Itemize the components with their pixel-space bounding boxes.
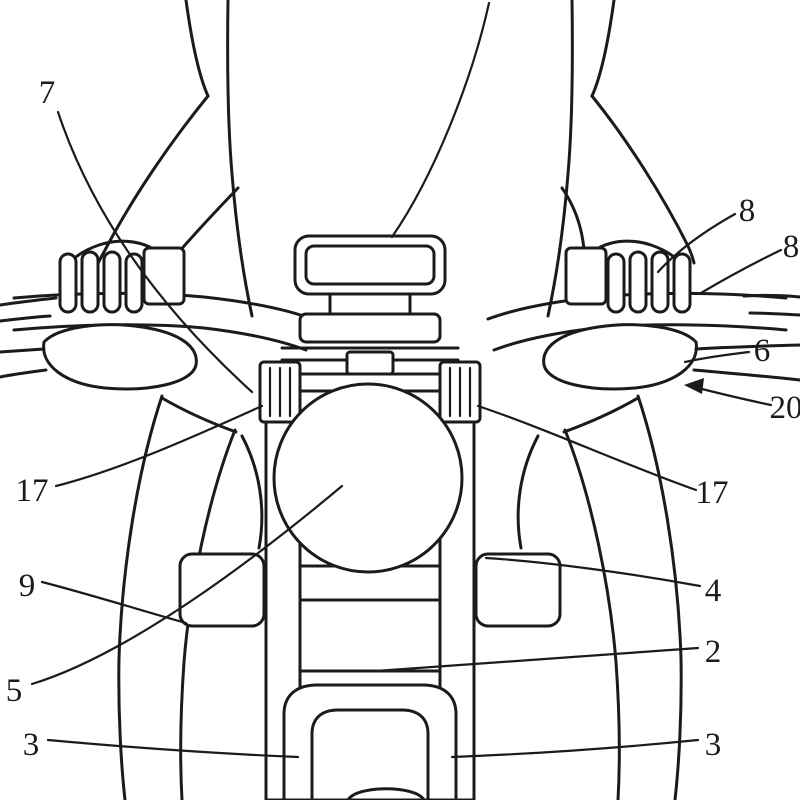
guard-right-edge-line-b bbox=[692, 368, 800, 382]
left-thigh-top-line bbox=[160, 396, 238, 434]
riser-left-hatch bbox=[268, 366, 292, 418]
riser-right-hatch bbox=[448, 366, 472, 418]
guard-left-edge-line-a bbox=[0, 347, 46, 354]
meter-screen bbox=[304, 244, 436, 286]
tank-left-line bbox=[240, 434, 264, 550]
rider-lower-body bbox=[117, 394, 683, 800]
clamp-plate bbox=[298, 312, 442, 344]
leader-3-left bbox=[46, 738, 300, 759]
ref-label-17-right: 17 bbox=[696, 475, 729, 511]
guard-right bbox=[542, 323, 698, 391]
handlebar bbox=[0, 291, 800, 352]
headlight bbox=[272, 382, 464, 574]
ref-label-4: 4 bbox=[705, 573, 722, 609]
chest-right-line bbox=[546, 0, 574, 318]
leader-5 bbox=[30, 484, 344, 686]
finger-left-3 bbox=[102, 250, 122, 314]
fender-outer bbox=[282, 683, 458, 800]
guard-left bbox=[42, 323, 198, 391]
front-fender bbox=[282, 669, 458, 800]
switch-housing-left bbox=[142, 246, 186, 306]
ref-label-3-left: 3 bbox=[23, 727, 40, 763]
finger-left-1 bbox=[58, 252, 78, 314]
lever-left-b bbox=[0, 314, 52, 323]
left-leg-outer-line bbox=[117, 394, 164, 800]
ref-label-6: 6 bbox=[754, 333, 771, 369]
ref-label-3-right: 3 bbox=[705, 727, 722, 763]
right-leg-inner-line bbox=[563, 428, 621, 800]
lever-left-a bbox=[0, 296, 58, 307]
fender-inner-arch bbox=[310, 708, 430, 800]
arm-left-outer bbox=[93, 94, 210, 273]
bar-left-lower bbox=[12, 323, 308, 352]
leader-7 bbox=[56, 110, 254, 394]
meter-housing bbox=[293, 234, 447, 296]
leader-17-left bbox=[54, 404, 264, 488]
clamp-lug-right bbox=[474, 552, 562, 628]
leader-top-to-meter bbox=[390, 1, 491, 239]
switch-housing-right bbox=[564, 246, 608, 306]
finger-right-1 bbox=[672, 252, 692, 314]
ref-label-7: 7 bbox=[39, 75, 56, 111]
tank-right-line bbox=[516, 434, 540, 550]
leader-8-upper bbox=[656, 212, 737, 274]
right-thigh-top-line bbox=[562, 396, 640, 434]
shoulder-right-line bbox=[590, 0, 616, 98]
guard-right-edge-line-a bbox=[694, 343, 800, 351]
leader-20-arrowhead bbox=[684, 378, 704, 394]
headlight-lens bbox=[272, 382, 464, 574]
ref-label-2: 2 bbox=[705, 634, 722, 670]
ref-label-8-edge: 8 bbox=[783, 229, 800, 265]
front-wheel-edge bbox=[346, 787, 426, 800]
leader-17-right bbox=[476, 404, 698, 492]
instrument-meter bbox=[280, 234, 460, 393]
right-leg-outer-line bbox=[636, 394, 683, 800]
leader-6 bbox=[683, 350, 751, 364]
rider-torso-arms bbox=[93, 0, 696, 318]
clamp-lug-left bbox=[178, 552, 266, 628]
ref-label-8-upper: 8 bbox=[739, 193, 756, 229]
ref-label-9: 9 bbox=[19, 568, 36, 604]
finger-right-3 bbox=[628, 250, 648, 314]
guard-left-edge-line-b bbox=[0, 368, 48, 379]
reference-numerals: 7 8 8 6 20 17 17 9 4 5 2 3 3 bbox=[6, 75, 800, 763]
shoulder-left-line bbox=[184, 0, 210, 98]
leader-2 bbox=[374, 646, 700, 673]
leader-3-right bbox=[450, 738, 700, 759]
leader-8-edge bbox=[699, 248, 783, 295]
leader-lines bbox=[30, 1, 783, 759]
finger-right-2 bbox=[650, 250, 670, 314]
chest-left-line bbox=[226, 0, 254, 318]
lever-right-a bbox=[742, 293, 800, 299]
hand-guards bbox=[0, 323, 800, 391]
lever-right-b bbox=[748, 311, 800, 317]
ref-label-5: 5 bbox=[6, 673, 23, 709]
fork-risers bbox=[258, 360, 482, 424]
lower-clamp bbox=[178, 552, 562, 628]
ref-label-20: 20 bbox=[770, 390, 800, 426]
arm-right-outer bbox=[590, 94, 696, 265]
finger-left-4 bbox=[124, 252, 144, 314]
steering-center-box bbox=[345, 350, 395, 376]
leader-20 bbox=[700, 387, 773, 407]
finger-left-2 bbox=[80, 250, 100, 314]
finger-right-4 bbox=[606, 252, 626, 314]
leader-9 bbox=[40, 580, 188, 625]
left-leg-inner-line bbox=[179, 428, 237, 800]
hands bbox=[58, 239, 692, 314]
leader-4 bbox=[484, 556, 702, 588]
ref-label-17-left: 17 bbox=[16, 473, 49, 509]
